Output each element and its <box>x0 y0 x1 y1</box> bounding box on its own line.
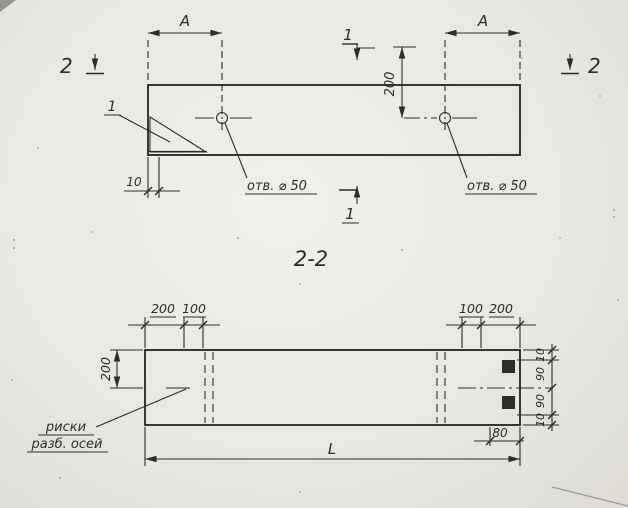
section-view: 2-2 200 100 100 200 <box>27 247 559 466</box>
dim-length-lines <box>144 427 521 466</box>
section-label-1-bottom: 1 <box>345 205 355 223</box>
dim-left-200-lines <box>110 349 143 389</box>
dim-right-lines <box>517 344 559 431</box>
dim-label-10: 10 <box>126 175 142 189</box>
section-mark-1-top <box>342 43 375 60</box>
dim-a-right-lines <box>444 29 521 106</box>
dim-label-a-right: A <box>477 12 488 30</box>
detail-ref-lines <box>104 114 171 143</box>
dim-label-tl-100: 100 <box>182 301 206 316</box>
scan-fold-line <box>551 486 628 507</box>
section-title: 2-2 <box>294 247 328 271</box>
hole-label-right: отв. ⌀ 50 <box>467 179 527 194</box>
detail-ref-label: 1 <box>108 99 117 115</box>
dim-label-r-10-bot: 10 <box>534 413 547 427</box>
section-label-1-top: 1 <box>343 26 353 44</box>
dim-label-200: 200 <box>383 72 398 97</box>
axis-note-line1: риски <box>45 420 86 435</box>
hole-left <box>195 106 317 195</box>
embed-square-top <box>502 360 515 373</box>
dim-label-r-90-top: 90 <box>534 367 547 381</box>
dim-label-tr-200: 200 <box>489 301 513 316</box>
dim-label-80: 80 <box>492 426 508 440</box>
dim-label-a-left: A <box>179 12 190 30</box>
dim-label-tl-200: 200 <box>151 301 175 316</box>
hole-label-left: отв. ⌀ 50 <box>247 179 307 194</box>
embed-square-bottom <box>502 396 515 409</box>
section-label-2-right: 2 <box>588 54 601 78</box>
axis-note-line2: разб. осей <box>31 437 103 452</box>
dim-label-tr-100: 100 <box>459 301 483 316</box>
section-mark-2-right <box>561 54 579 75</box>
dim-label-length: L <box>328 440 336 458</box>
dim-label-r-10-top: 10 <box>534 348 547 362</box>
section-mark-2-left <box>86 54 104 75</box>
section-label-2-left: 2 <box>60 54 73 78</box>
dim-label-left-200: 200 <box>98 357 113 381</box>
dim-top-right-lines <box>446 316 536 348</box>
hole-right <box>404 106 537 195</box>
axis-note-lines <box>27 388 187 453</box>
top-view: A A 2 2 1 <box>60 12 601 224</box>
dim-200-lines <box>393 46 416 118</box>
dim-10-lines <box>124 157 180 198</box>
beam-outline <box>147 84 521 156</box>
corner-mark <box>0 0 16 12</box>
dim-a-left-lines <box>147 29 223 106</box>
dim-label-r-90-bot: 90 <box>534 394 547 408</box>
hidden-lines <box>204 352 446 423</box>
corner-detail-triangle <box>149 116 208 153</box>
section-mark-1-bottom <box>339 185 361 224</box>
dim-top-left-lines <box>128 316 220 348</box>
